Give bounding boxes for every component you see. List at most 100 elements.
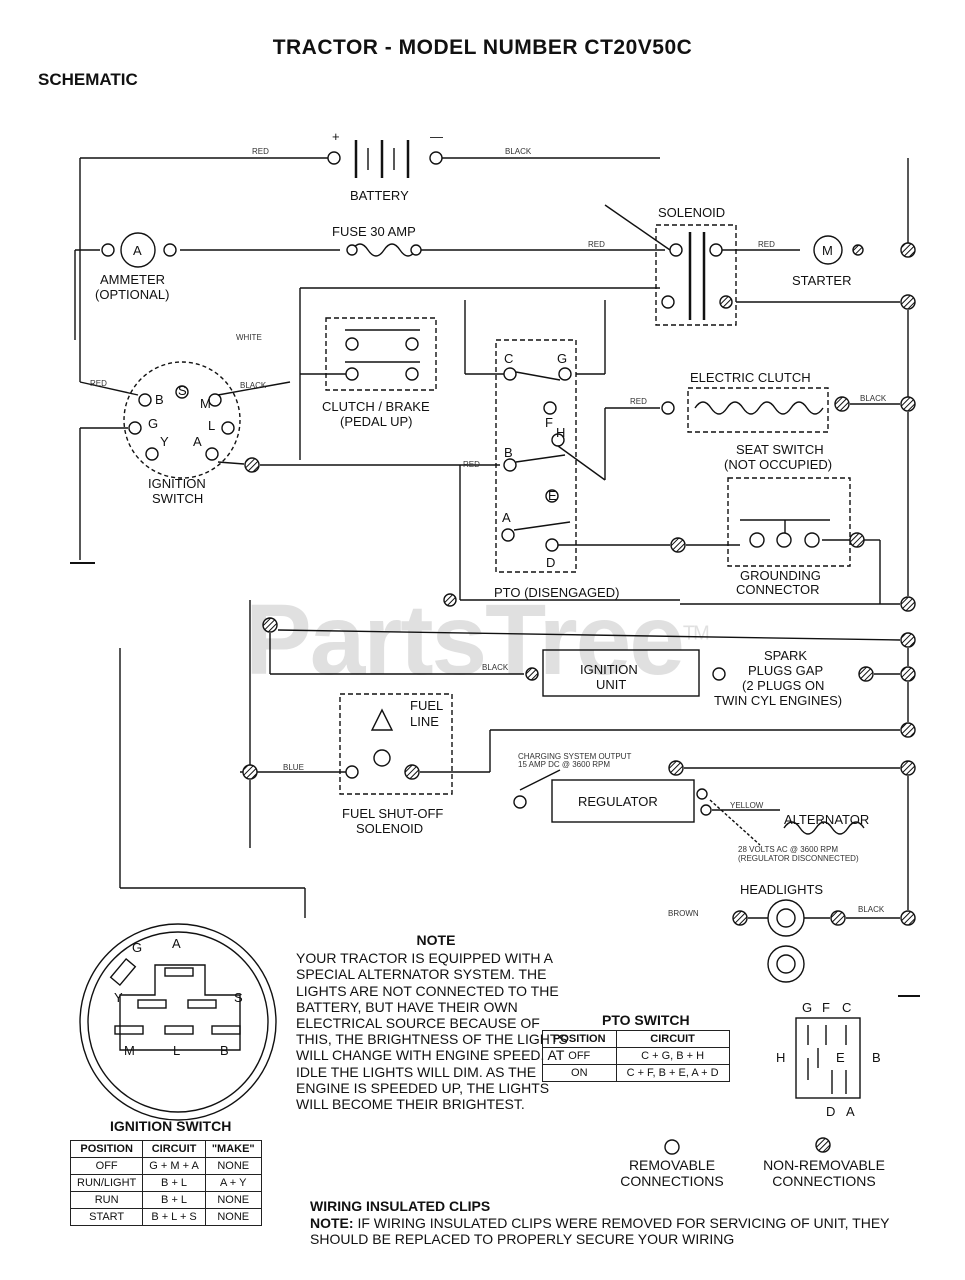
alternator-output-label: 28 VOLTS AC @ 3600 RPM <box>738 845 838 854</box>
table-row: ON C + F, B + E, A + D <box>542 1064 730 1082</box>
wiring-note-text: IF WIRING INSULATED CLIPS WERE REMOVED F… <box>310 1215 890 1247</box>
table-cell: NONE <box>204 1157 262 1175</box>
pto-face-f: F <box>822 1000 830 1015</box>
pto-pin-g: G <box>557 351 567 366</box>
pto-face-d: D <box>826 1104 835 1119</box>
wire-red-ignition-label: RED <box>90 379 107 388</box>
wiring-note-prefix: NOTE: <box>310 1215 354 1231</box>
pto-disengaged-label: PTO (DISENGAGED) <box>494 585 619 600</box>
pto-table-caption: PTO SWITCH <box>602 1012 690 1028</box>
ignition-unit-label-2: UNIT <box>596 677 626 692</box>
table-cell: B + L <box>142 1191 206 1209</box>
watermark-text: PartsTree <box>245 584 685 696</box>
regulator-label: REGULATOR <box>578 794 658 809</box>
pto-face-b: B <box>872 1050 881 1065</box>
wire-black-headlight-label: BLACK <box>858 905 885 914</box>
wire-red-clutch-label: RED <box>630 397 647 406</box>
table-row: OFF G + M + A NONE <box>69 1157 262 1175</box>
alternator-note: NOTE YOUR TRACTOR IS EQUIPPED WITH A SPE… <box>296 932 576 1112</box>
note-body: YOUR TRACTOR IS EQUIPPED WITH A SPECIAL … <box>296 950 568 1113</box>
fuel-solenoid-label-2: SOLENOID <box>356 821 423 836</box>
fuse-label: FUSE 30 AMP <box>332 224 416 239</box>
legend-nonremovable: NON-REMOVABLE CONNECTIONS <box>746 1157 902 1189</box>
page-title: TRACTOR - MODEL NUMBER CT20V50C <box>272 36 693 59</box>
table-header: "MAKE" <box>204 1140 262 1158</box>
charging-output-label-2: 15 AMP DC @ 3600 RPM <box>518 760 610 769</box>
pto-pin-b: B <box>504 445 513 460</box>
ign-pin-b: B <box>155 392 164 407</box>
spark-label-3: (2 PLUGS ON <box>742 678 824 693</box>
grounding-label-2: CONNECTOR <box>736 582 820 597</box>
ign-pin-m: M <box>200 396 211 411</box>
wire-blue-label: BLUE <box>283 763 304 772</box>
table-row: RUN/LIGHT B + L A + Y <box>69 1174 262 1192</box>
ignition-unit-label: IGNITION <box>580 662 638 677</box>
clutch-brake-label: CLUTCH / BRAKE <box>322 399 430 414</box>
watermark-mark: TM <box>682 622 710 645</box>
table-cell: OFF <box>69 1157 144 1175</box>
ign-pin-s: S <box>178 383 187 398</box>
table-header-row: POSITION CIRCUIT <box>542 1030 730 1048</box>
table-header: POSITION <box>542 1030 617 1048</box>
wire-red-pto-label: RED <box>463 460 480 469</box>
seat-switch-label: SEAT SWITCH <box>736 442 824 457</box>
pto-pin-e: E <box>548 488 557 503</box>
grounding-label: GROUNDING <box>740 568 821 583</box>
table-cell: C + F, B + E, A + D <box>615 1064 730 1082</box>
ignition-switch-label-2: SWITCH <box>152 491 203 506</box>
table-row: START B + L + S NONE <box>69 1208 262 1226</box>
ignition-table: POSITION CIRCUIT "MAKE" OFF G + M + A NO… <box>69 1140 262 1226</box>
headlights-label: HEADLIGHTS <box>740 882 823 897</box>
wire-black-label: BLACK <box>505 147 532 156</box>
wire-black-ignunit-label: BLACK <box>482 663 509 672</box>
wire-yellow-label: YELLOW <box>730 801 764 810</box>
table-row: RUN B + L NONE <box>69 1191 262 1209</box>
pto-pin-d: D <box>546 555 555 570</box>
note-heading: NOTE <box>416 932 456 948</box>
fuel-line-label-2: LINE <box>410 714 439 729</box>
pto-face-c: C <box>842 1000 851 1015</box>
legend-removable-line-1: REMOVABLE <box>628 1157 716 1173</box>
table-cell: B + L <box>142 1174 206 1192</box>
table-cell: G + M + A <box>142 1157 206 1175</box>
fuel-solenoid-label: FUEL SHUT-OFF <box>342 806 443 821</box>
battery-minus-label: — <box>430 129 443 144</box>
starter-label: STARTER <box>792 273 851 288</box>
ign-pin-a: A <box>193 434 202 449</box>
pto-face-e: E <box>836 1050 845 1065</box>
wire-black-ignition-label: BLACK <box>240 381 267 390</box>
battery-label: BATTERY <box>350 188 409 203</box>
ign-pin-g: G <box>148 416 158 431</box>
pto-face-g: G <box>802 1000 812 1015</box>
pto-pin-f: F <box>545 415 553 430</box>
table-cell: ON <box>542 1064 617 1082</box>
table-cell: NONE <box>204 1208 262 1226</box>
ammeter-symbol: A <box>133 243 142 258</box>
spark-label: SPARK <box>764 648 807 663</box>
battery-plus-label: + <box>332 129 340 144</box>
solenoid-label: SOLENOID <box>658 205 725 220</box>
wiring-note-heading: WIRING INSULATED CLIPS <box>310 1198 491 1214</box>
spark-label-4: TWIN CYL ENGINES) <box>714 693 842 708</box>
wire-red-label: RED <box>252 147 269 156</box>
clutch-brake-state: (PEDAL UP) <box>340 414 412 429</box>
legend-removable: REMOVABLE CONNECTIONS <box>606 1157 738 1189</box>
wiring-note-body: NOTE: IF WIRING INSULATED CLIPS WERE REM… <box>310 1215 910 1247</box>
ignition-table-caption: IGNITION SWITCH <box>110 1118 232 1134</box>
charging-output-label: CHARGING SYSTEM OUTPUT <box>518 752 631 761</box>
table-cell: RUN <box>69 1191 144 1209</box>
wire-brown-label: BROWN <box>668 909 699 918</box>
wire-black-clutch-label: BLACK <box>860 394 887 403</box>
pto-face-h: H <box>776 1050 785 1065</box>
table-cell: NONE <box>204 1191 262 1209</box>
table-cell: RUN/LIGHT <box>69 1174 144 1192</box>
legend-nonremovable-line-1: NON-REMOVABLE <box>763 1157 885 1173</box>
ammeter-label: AMMETER <box>100 272 165 287</box>
pto-pin-h: H <box>556 425 565 440</box>
pto-pin-c: C <box>504 351 513 366</box>
wire-red-starter-label: RED <box>758 240 775 249</box>
table-header: CIRCUIT <box>615 1030 730 1048</box>
table-cell: A + Y <box>204 1174 262 1192</box>
seat-switch-state: (NOT OCCUPIED) <box>724 457 832 472</box>
ign-face-l: L <box>173 1043 180 1058</box>
